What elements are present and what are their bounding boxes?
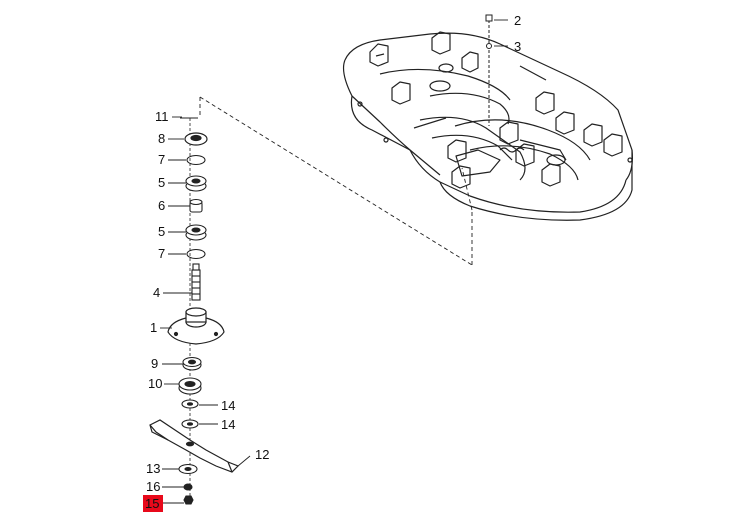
callout-2[interactable]: 2 bbox=[514, 13, 521, 28]
part-5-bearing-lower[interactable] bbox=[185, 224, 207, 241]
part-12-mower-blade[interactable] bbox=[149, 419, 240, 473]
callout-labels: 2 3 11 8 7 5 6 5 7 4 1 9 10 14 14 12 13 … bbox=[146, 13, 521, 494]
callout-1[interactable]: 1 bbox=[150, 320, 157, 335]
part-13-washer[interactable] bbox=[178, 463, 198, 475]
leader-2 bbox=[494, 19, 508, 47]
callout-5b[interactable]: 5 bbox=[158, 224, 165, 239]
callout-14b[interactable]: 14 bbox=[221, 417, 235, 432]
callout-5a[interactable]: 5 bbox=[158, 175, 165, 190]
callout-13[interactable]: 13 bbox=[146, 461, 160, 476]
part-10-blade-hub[interactable] bbox=[178, 377, 202, 395]
callout-14a[interactable]: 14 bbox=[221, 398, 235, 413]
callout-12[interactable]: 12 bbox=[255, 447, 269, 462]
part-7-ring-upper[interactable] bbox=[186, 154, 206, 166]
callout-10[interactable]: 10 bbox=[148, 376, 162, 391]
part-1-spindle-housing[interactable] bbox=[167, 307, 225, 345]
callout-8[interactable]: 8 bbox=[158, 131, 165, 146]
callout-9[interactable]: 9 bbox=[151, 356, 158, 371]
callout-3[interactable]: 3 bbox=[514, 39, 521, 54]
leader-lines bbox=[160, 116, 251, 504]
callout-7a[interactable]: 7 bbox=[158, 152, 165, 167]
callout-4[interactable]: 4 bbox=[153, 285, 160, 300]
callout-6[interactable]: 6 bbox=[158, 198, 165, 213]
part-9-bearing[interactable] bbox=[182, 356, 202, 371]
part-14-washer-lower[interactable] bbox=[181, 419, 199, 429]
part-14-washer-upper[interactable] bbox=[181, 399, 199, 409]
callout-11[interactable]: 11 bbox=[155, 109, 169, 124]
mower-deck-housing[interactable] bbox=[342, 31, 633, 221]
callout-16[interactable]: 16 bbox=[146, 479, 160, 494]
part-7-ring-lower[interactable] bbox=[186, 248, 206, 260]
part-8-washer[interactable] bbox=[184, 132, 208, 146]
part-6-spacer[interactable] bbox=[189, 198, 203, 213]
highlight-marker bbox=[143, 495, 163, 512]
callout-15-highlighted[interactable]: 15 bbox=[143, 495, 163, 512]
part-5-bearing-upper[interactable] bbox=[185, 175, 207, 192]
bolt-2-and-washer-3[interactable] bbox=[485, 14, 493, 126]
callout-15-label: 15 bbox=[145, 496, 159, 511]
projection-lines bbox=[199, 96, 473, 266]
part-15-nut[interactable] bbox=[183, 495, 194, 505]
part-4-spindle-shaft[interactable] bbox=[191, 263, 201, 301]
callout-7b[interactable]: 7 bbox=[158, 246, 165, 261]
part-16-lock-washer[interactable] bbox=[183, 483, 193, 491]
